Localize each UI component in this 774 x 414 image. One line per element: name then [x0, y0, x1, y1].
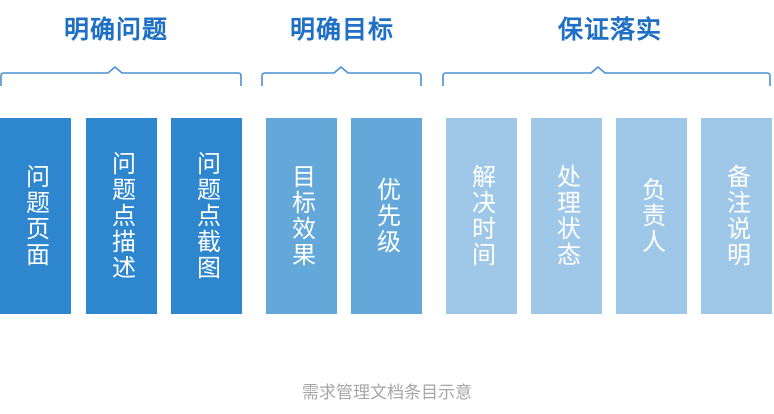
box-processing-status: 处理状态 — [531, 118, 602, 314]
box-label: 处理状态 — [552, 164, 581, 268]
box-problem-screenshot: 问题点截图 — [171, 118, 242, 314]
group-brace-define-goal — [261, 65, 422, 86]
box-target-effect: 目标效果 — [266, 118, 337, 314]
group-brace-ensure-delivery — [442, 65, 771, 86]
box-owner: 负责人 — [616, 118, 687, 314]
group-title-ensure-delivery: 保证落实 — [557, 15, 662, 44]
box-resolution-time: 解决时间 — [446, 118, 517, 314]
box-label: 目标效果 — [287, 164, 316, 268]
diagram-caption: 需求管理文档条目示意 — [302, 383, 472, 403]
box-label: 优先级 — [372, 177, 401, 255]
box-label: 问题点截图 — [192, 151, 221, 281]
box-label: 问题点描述 — [107, 151, 136, 281]
box-priority: 优先级 — [351, 118, 422, 314]
group-title-define-problem: 明确问题 — [63, 15, 168, 44]
box-label: 备注说明 — [722, 164, 751, 268]
group-title-define-goal: 明确目标 — [289, 15, 394, 44]
box-remarks: 备注说明 — [701, 118, 772, 314]
box-problem-page: 问题页面 — [0, 118, 71, 314]
box-label: 解决时间 — [467, 164, 496, 268]
box-problem-description: 问题点描述 — [86, 118, 157, 314]
group-brace-define-problem — [0, 65, 242, 86]
box-label: 负责人 — [637, 177, 666, 255]
box-label: 问题页面 — [21, 164, 50, 268]
